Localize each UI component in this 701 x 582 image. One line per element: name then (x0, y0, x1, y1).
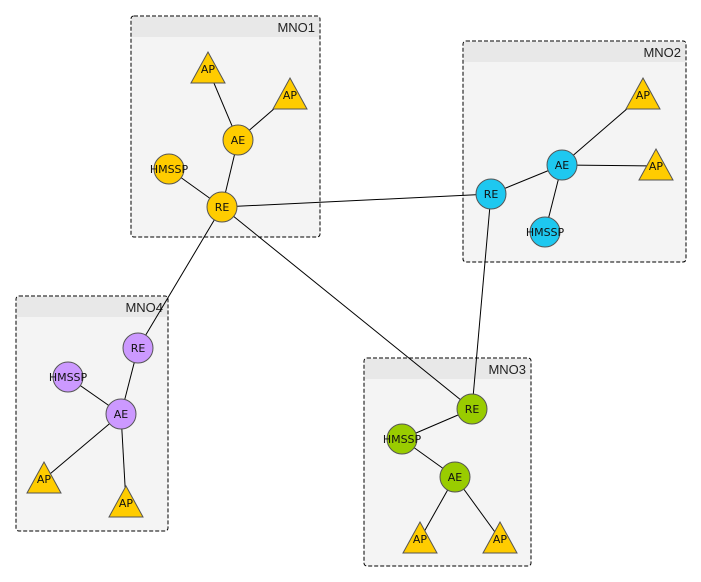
node-label-mno1_ap1: AP (201, 63, 216, 76)
node-mno4_ap2: AP (108, 484, 144, 518)
group-box-mno1 (130, 15, 321, 238)
edge-mno2_ae-mno2_ap2 (561, 164, 657, 167)
node-mno1_ap2: AP (272, 76, 308, 110)
node-mno4_re: RE (122, 332, 154, 364)
node-label-mno2_hmssp: HMSSP (526, 226, 565, 239)
group-label-mno4: MNO4 (125, 300, 163, 315)
node-label-mno2_ap1: AP (636, 89, 651, 102)
node-mno1_hmssp: HMSSP (150, 153, 189, 185)
node-circle-mno2_hmssp (529, 216, 561, 248)
node-label-mno3_ap1: AP (413, 533, 428, 546)
group-box-mno4 (15, 295, 169, 532)
node-triangle-mno3_ap1 (402, 520, 438, 554)
node-circle-mno3_hmssp (386, 423, 418, 455)
group-label-mno1: MNO1 (277, 20, 315, 35)
node-circle-mno4_ae (105, 398, 137, 430)
group-mno1: MNO1 (130, 15, 321, 238)
node-label-mno3_ae: AE (448, 471, 463, 484)
node-circle-mno1_re (206, 191, 238, 223)
edge-mno1_re-mno3_re (221, 206, 473, 410)
node-mno1_ap1: AP (190, 50, 226, 84)
nodes-layer: RE AE HMSSP AP AP RE AE HMSSP AP AP RE HMSSP AE AP AP R… (26, 50, 674, 554)
node-label-mno2_ap2: AP (649, 160, 664, 173)
group-header-mno4 (17, 297, 167, 317)
node-circle-mno1_hmssp (153, 153, 185, 185)
node-triangle-mno4_ap2 (108, 484, 144, 518)
group-label-mno3: MNO3 (488, 362, 526, 377)
edge-mno2_re-mno3_re (471, 193, 492, 410)
node-triangle-mno2_ap2 (638, 147, 674, 181)
node-mno2_ap2: AP (638, 147, 674, 181)
node-label-mno4_ap1: AP (37, 473, 52, 486)
node-triangle-mno4_ap1 (26, 460, 62, 494)
node-circle-mno4_hmssp (52, 361, 84, 393)
node-mno4_ae: AE (105, 398, 137, 430)
node-triangle-mno3_ap2 (482, 520, 518, 554)
group-box-mno2 (462, 40, 687, 263)
node-mno3_hmssp: HMSSP (383, 423, 422, 455)
node-circle-mno4_re (122, 332, 154, 364)
node-mno2_ap1: AP (625, 76, 661, 110)
node-mno4_ap1: AP (26, 460, 62, 494)
group-label-mno2: MNO2 (643, 45, 681, 60)
node-mno1_re: RE (206, 191, 238, 223)
node-circle-mno2_re (475, 178, 507, 210)
node-mno3_ap2: AP (482, 520, 518, 554)
group-header-mno2 (464, 42, 685, 62)
edge-mno1_re-mno4_re (137, 206, 223, 349)
node-label-mno3_ap2: AP (493, 533, 508, 546)
node-mno1_ae: AE (222, 124, 254, 156)
group-header-mno1 (132, 17, 319, 37)
node-label-mno2_ae: AE (555, 159, 570, 172)
node-label-mno2_re: RE (484, 188, 499, 201)
node-label-mno4_ae: AE (114, 408, 129, 421)
group-mno2: MNO2 (462, 40, 687, 263)
node-triangle-mno2_ap1 (625, 76, 661, 110)
group-mno3: MNO3 (363, 357, 532, 567)
node-label-mno3_hmssp: HMSSP (383, 433, 422, 446)
node-label-mno3_re: RE (465, 403, 480, 416)
node-triangle-mno1_ap2 (272, 76, 308, 110)
group-box-mno3 (363, 357, 532, 567)
node-label-mno4_hmssp: HMSSP (49, 371, 88, 384)
node-circle-mno3_ae (439, 461, 471, 493)
edge-mno4_ae-mno4_ap1 (43, 413, 122, 480)
node-circle-mno1_ae (222, 124, 254, 156)
group-mno4: MNO4 (15, 295, 169, 532)
node-circle-mno2_ae (546, 149, 578, 181)
node-mno2_hmssp: HMSSP (526, 216, 565, 248)
node-mno2_ae: AE (546, 149, 578, 181)
node-label-mno1_ae: AE (231, 134, 246, 147)
node-mno3_re: RE (456, 393, 488, 425)
edge-mno1_re-mno2_re (221, 193, 492, 208)
node-mno4_hmssp: HMSSP (49, 361, 88, 393)
group-header-mno3 (365, 359, 530, 379)
node-label-mno4_ap2: AP (119, 497, 134, 510)
node-label-mno4_re: RE (131, 342, 146, 355)
node-mno3_ap1: AP (402, 520, 438, 554)
node-label-mno1_ap2: AP (283, 89, 298, 102)
node-label-mno1_re: RE (215, 201, 230, 214)
node-triangle-mno1_ap1 (190, 50, 226, 84)
node-mno3_ae: AE (439, 461, 471, 493)
node-circle-mno3_re (456, 393, 488, 425)
node-mno2_re: RE (475, 178, 507, 210)
node-label-mno1_hmssp: HMSSP (150, 163, 189, 176)
